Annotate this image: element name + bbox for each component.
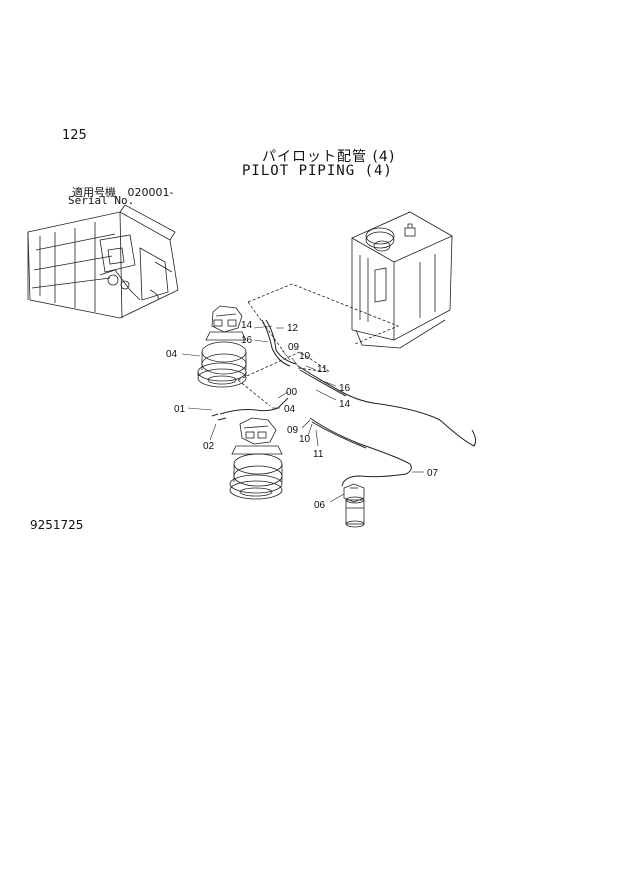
- callout-06: 06: [314, 500, 326, 511]
- figure-number: 9251725: [30, 518, 84, 532]
- callout-09-lower: 09: [287, 425, 299, 436]
- callout-14-right: 14: [339, 399, 351, 410]
- serial-label-en: Serial No.: [68, 194, 135, 207]
- callout-02: 02: [203, 441, 215, 452]
- callout-04-left: 04: [166, 349, 178, 360]
- diagram-title-japanese: パイロット配管 (4): [262, 149, 396, 165]
- callout-16-right: 16: [339, 383, 351, 394]
- callout-11-lower: 11: [313, 449, 324, 460]
- callout-07: 07: [427, 468, 439, 479]
- pilot-hoses: [211, 319, 477, 487]
- callout-01: 01: [174, 404, 186, 415]
- callout-12: 12: [287, 323, 299, 334]
- hydraulic-tank-drawing: [351, 211, 453, 349]
- upper-swing-motor: [197, 305, 247, 388]
- callout-10-lower: 10: [299, 434, 311, 445]
- callout-09-upper: 09: [288, 342, 300, 353]
- callout-leaders: [181, 325, 424, 503]
- callout-00: 00: [286, 387, 298, 398]
- lower-swing-motor: [229, 417, 283, 500]
- pilot-valve: [343, 483, 365, 528]
- page-number: 125: [62, 128, 87, 143]
- machine-overview-drawing: [27, 204, 179, 319]
- callout-10-upper: 10: [299, 351, 311, 362]
- callout-04-lower: 04: [284, 404, 296, 415]
- callout-labels: 14 12 16 09 10 11 04 16 14 00 01 04 02 0…: [166, 320, 439, 511]
- routing-frame: [237, 283, 400, 407]
- serial-value: 020001-: [127, 186, 174, 199]
- callout-16-upper: 16: [241, 335, 253, 346]
- callout-14-upper: 14: [241, 320, 253, 331]
- serial-applicability-jp: 適用号機 020001-: [72, 184, 173, 200]
- callout-11-upper: 11: [317, 364, 328, 375]
- serial-label-jp: 適用号機: [72, 186, 116, 199]
- diagram-title-english: PILOT PIPING (4): [242, 163, 393, 179]
